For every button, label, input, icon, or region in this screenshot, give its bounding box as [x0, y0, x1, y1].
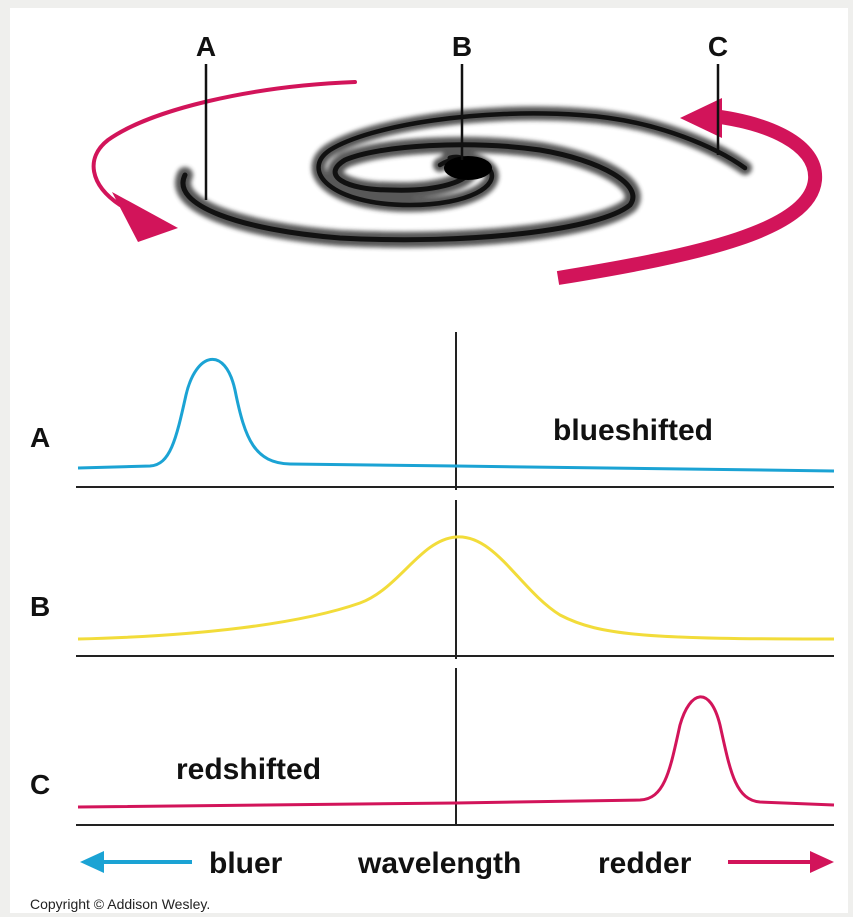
bluer-label: bluer — [209, 847, 283, 880]
spectrum-b-curve — [77, 535, 835, 641]
spectrum-label-a: A — [30, 422, 50, 453]
galaxy-label-b: B — [452, 31, 472, 62]
spectrum-label-b: B — [30, 591, 50, 622]
blueshifted-label: blueshifted — [553, 414, 713, 447]
spiral-galaxy — [175, 106, 752, 248]
bluer-arrow — [80, 851, 192, 873]
redder-arrow — [728, 851, 834, 873]
copyright-text: Copyright © Addison Wesley. — [30, 896, 210, 912]
spectrum-a-curve — [77, 357, 835, 473]
left-rotation-arrow — [91, 80, 357, 207]
right-arrow-icon — [810, 851, 834, 873]
spectrum-c-curve — [77, 695, 835, 809]
galaxy-core — [444, 156, 492, 180]
galaxy-label-c: C — [708, 31, 728, 62]
redshifted-label: redshifted — [176, 753, 321, 786]
spectrum-label-c: C — [30, 769, 50, 800]
arrowhead-icon — [680, 98, 722, 138]
leader-lines — [204, 64, 720, 200]
galaxy-label-a: A — [196, 31, 216, 62]
figure-frame — [10, 8, 848, 913]
wavelength-label: wavelength — [357, 847, 521, 880]
right-rotation-arrow — [556, 108, 823, 285]
rotation-arrows — [91, 80, 823, 285]
arrowhead-icon — [112, 192, 178, 242]
left-arrow-icon — [80, 851, 104, 873]
redder-label: redder — [598, 847, 692, 880]
